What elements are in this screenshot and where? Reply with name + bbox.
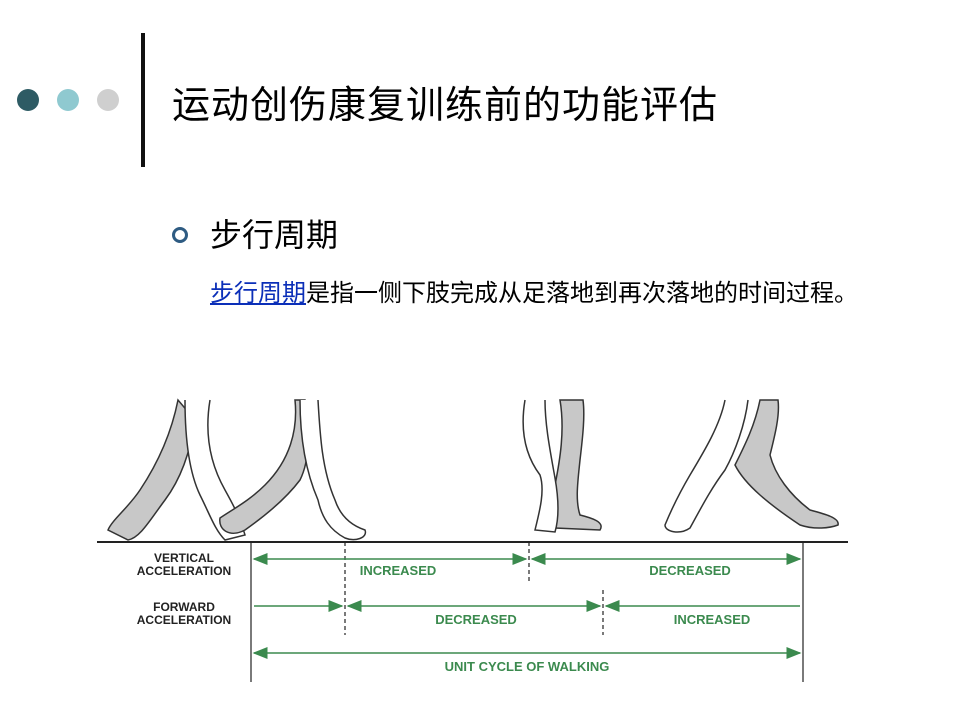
leg-3-back xyxy=(551,399,602,531)
decor-dot-grey xyxy=(97,89,119,111)
decor-dot-teal xyxy=(57,89,79,111)
label-unit-cycle: UNIT CYCLE OF WALKING xyxy=(445,659,610,674)
bullet-circle-icon xyxy=(172,227,188,243)
gait-cycle-diagram: VERTICAL ACCELERATION FORWARD ACCELERATI… xyxy=(97,398,848,682)
row-label-vertical-2: ACCELERATION xyxy=(137,564,231,578)
decor-dot-dark xyxy=(17,89,39,111)
bullet-heading: 步行周期 xyxy=(210,216,339,254)
leg-figures xyxy=(107,398,839,541)
label-vertical-increased: INCREASED xyxy=(360,563,437,578)
label-forward-decreased: DECREASED xyxy=(435,612,517,627)
label-vertical-decreased: DECREASED xyxy=(649,563,731,578)
label-forward-increased: INCREASED xyxy=(674,612,751,627)
slide-title: 运动创伤康复训练前的功能评估 xyxy=(172,83,719,127)
leg-3-front xyxy=(522,399,559,533)
leg-1-front xyxy=(184,399,246,541)
row-label-vertical-1: VERTICAL xyxy=(154,551,214,565)
leg-2-back xyxy=(219,399,310,534)
leg-4-front xyxy=(664,399,749,533)
leg-4-back xyxy=(734,399,839,529)
definition-paragraph: 步行周期是指一侧下肢完成从足落地到再次落地的时间过程。 xyxy=(210,276,900,310)
row-label-forward-2: ACCELERATION xyxy=(137,613,231,627)
row-label-forward-1: FORWARD xyxy=(153,600,215,614)
definition-text: 是指一侧下肢完成从足落地到再次落地的时间过程。 xyxy=(306,279,858,307)
leg-2-front xyxy=(299,399,367,541)
gait-cycle-link[interactable]: 步行周期 xyxy=(210,279,306,307)
leg-1-back xyxy=(107,398,196,541)
title-divider xyxy=(141,33,145,167)
